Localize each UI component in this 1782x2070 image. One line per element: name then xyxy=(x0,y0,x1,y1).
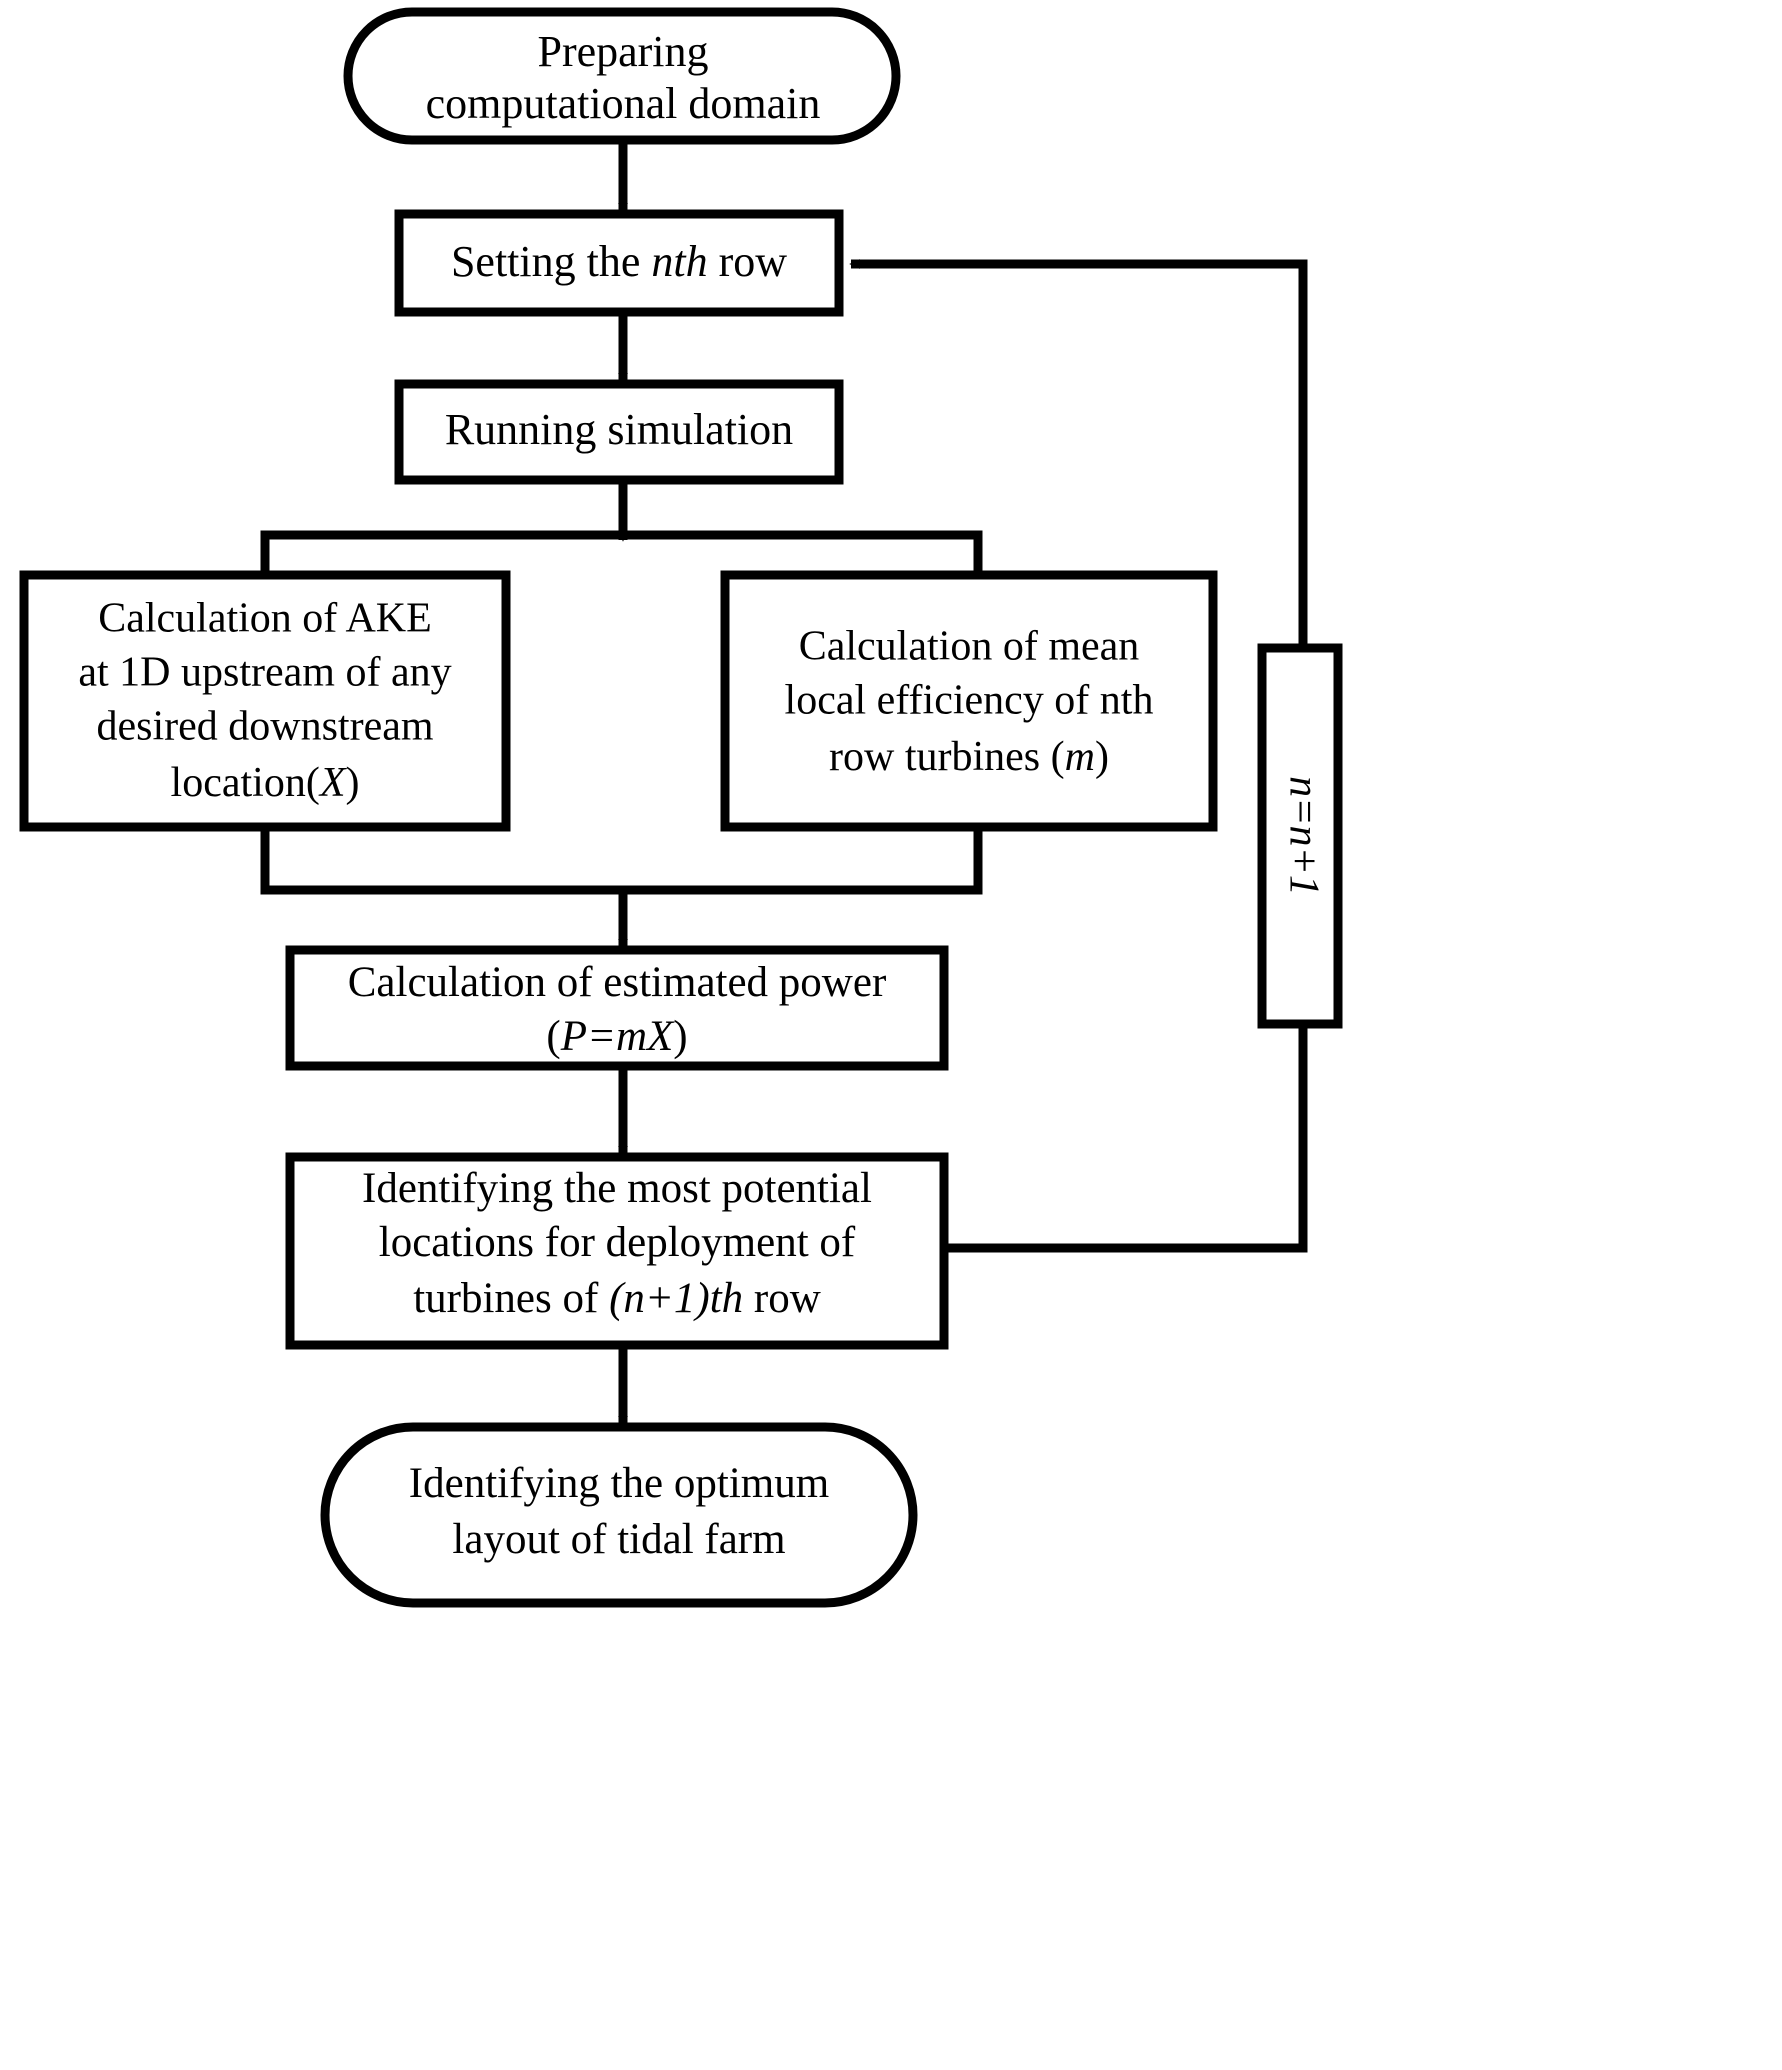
node-start-shape xyxy=(343,7,901,145)
node-calc-ake-line-2: at 1D upstream of any xyxy=(78,650,451,696)
node-calc-efficiency-shape xyxy=(720,570,1218,832)
node-calc-ake-line-4: location(X) xyxy=(171,760,360,806)
node-set-row-seg-1: Setting the xyxy=(451,237,651,286)
node-run-sim: Running simulation xyxy=(394,379,844,485)
node-identify-locations-seg-2-italic: (n+1)th xyxy=(609,1275,743,1322)
node-start-line-2: computational domain xyxy=(426,79,821,128)
node-run-sim-label: Running simulation xyxy=(445,405,793,454)
node-calc-ake-seg-1: location( xyxy=(171,760,320,806)
node-calc-ake: Calculation of AKE at 1D upstream of any… xyxy=(19,570,511,832)
node-set-row: Setting the nth row xyxy=(394,209,844,317)
node-calc-power-line-2: (P=mX) xyxy=(546,1013,687,1060)
node-identify-locations-seg-3: row xyxy=(743,1275,821,1322)
node-identify-locations-line-2: locations for deployment of xyxy=(379,1219,856,1266)
node-start-line-1: Preparing xyxy=(537,27,708,76)
node-calc-power: Calculation of estimated power (P=mX) xyxy=(285,945,949,1071)
node-calc-efficiency-line-1: Calculation of mean xyxy=(799,624,1140,670)
node-calc-ake-seg-3: ) xyxy=(345,760,359,806)
node-identify-locations-shape xyxy=(285,1152,949,1350)
node-identify-locations: Identifying the most potential locations… xyxy=(285,1152,949,1350)
node-end-line-1: Identifying the optimum xyxy=(409,1460,829,1507)
edge-feedback-to-increment xyxy=(938,1019,1308,1253)
node-calc-ake-shape xyxy=(19,570,511,832)
node-set-row-seg-3: row xyxy=(708,237,788,286)
node-calc-power-shape xyxy=(285,945,949,1071)
node-calc-power-seg-2-italic: P=mX xyxy=(560,1013,675,1060)
node-identify-locations-seg-1: turbines of xyxy=(413,1275,609,1322)
node-end: Identifying the optimum layout of tidal … xyxy=(320,1422,918,1608)
node-calc-efficiency: Calculation of mean local efficiency of … xyxy=(720,570,1218,832)
node-identify-locations-line-1: Identifying the most potential xyxy=(362,1165,872,1212)
node-run-sim-shape xyxy=(394,379,844,485)
node-increment-label: n=n+1 xyxy=(1280,776,1326,896)
node-set-row-seg-2-italic: nth xyxy=(651,237,707,286)
edge-increment-to-set-row xyxy=(849,259,1308,645)
node-end-line-2: layout of tidal farm xyxy=(452,1516,785,1563)
node-increment-shape xyxy=(1257,643,1343,1029)
node-start: Preparing computational domain xyxy=(343,7,901,145)
node-calc-ake-line-1: Calculation of AKE xyxy=(98,596,432,642)
node-calc-efficiency-seg-2-italic: m xyxy=(1065,734,1095,780)
node-calc-ake-seg-2-italic: X xyxy=(318,760,348,806)
node-calc-power-line-1: Calculation of estimated power xyxy=(348,959,887,1006)
node-calc-power-seg-3: ) xyxy=(673,1013,687,1060)
node-calc-efficiency-line-3: row turbines (m) xyxy=(829,734,1109,780)
node-set-row-label: Setting the nth row xyxy=(451,237,787,286)
node-calc-efficiency-line-2: local efficiency of nth xyxy=(785,678,1154,724)
node-identify-locations-line-3: turbines of (n+1)th row xyxy=(413,1275,821,1322)
node-increment: n=n+1 xyxy=(1257,643,1343,1029)
node-calc-power-seg-1: ( xyxy=(546,1013,560,1060)
node-set-row-shape xyxy=(394,209,844,317)
node-calc-ake-line-3: desired downstream xyxy=(96,704,433,750)
node-calc-efficiency-seg-3: ) xyxy=(1095,734,1109,780)
node-calc-efficiency-seg-1: row turbines ( xyxy=(829,734,1065,780)
node-end-shape xyxy=(320,1422,918,1608)
